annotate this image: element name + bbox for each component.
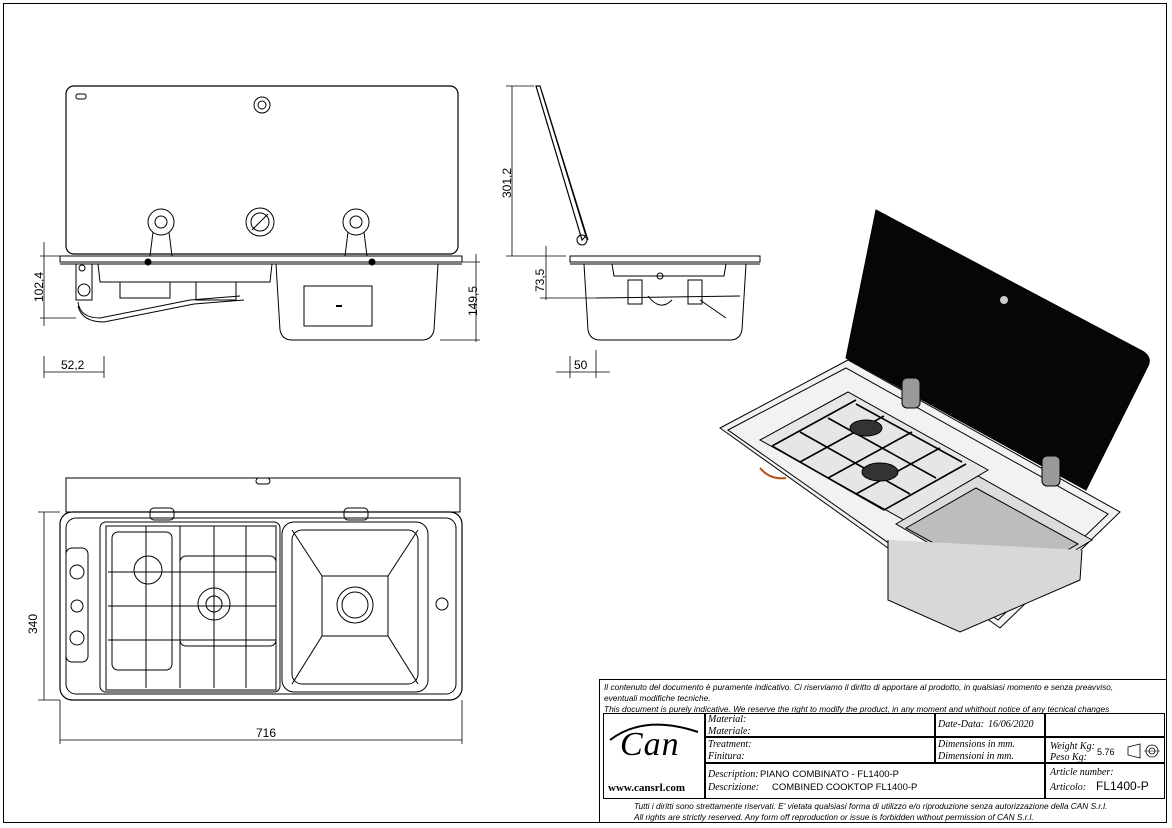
weight-label-it: Peso Kg: <box>1050 752 1087 763</box>
can-logo-swoosh <box>609 723 699 741</box>
material-cell: Material: Materiale: <box>705 713 935 737</box>
dim-front-height-right: 149,5 <box>466 285 480 316</box>
treatment-cell: Treatment: Finitura: <box>705 737 935 763</box>
dim-side-height: 73,5 <box>533 268 547 292</box>
front-view <box>59 85 463 341</box>
dim-side-offset: 50 <box>574 358 588 372</box>
date-value: 16/06/2020 <box>988 719 1034 730</box>
logo-cell: Can www.cansrl.com <box>603 713 705 799</box>
weight-label-en: Weight Kg: <box>1050 741 1095 752</box>
dim-side-lid-height: 301,2 <box>500 167 514 198</box>
description-label-it: Description: <box>708 769 759 780</box>
top-view <box>59 477 463 701</box>
material-label-en: Material: <box>708 714 747 725</box>
dimensions-unit-en: Dimensions in mm. <box>938 739 1015 750</box>
description-value-it: PIANO COMBINATO - FL1400-P <box>760 769 900 780</box>
dim-top-width: 716 <box>256 726 277 740</box>
treatment-label-it: Finitura: <box>708 751 745 762</box>
projection-symbol-icon <box>1127 743 1160 759</box>
website: www.cansrl.com <box>608 782 685 794</box>
title-block: Il contenuto del documento è puramente i… <box>599 679 1167 823</box>
material-label-it: Materiale: <box>708 726 751 737</box>
dim-front-height-left: 102,4 <box>32 271 46 302</box>
front-dimension-lines <box>40 242 480 378</box>
notice-italian: Il contenuto del documento è puramente i… <box>604 682 1114 692</box>
date-label: Date-Data: <box>938 719 985 730</box>
empty-cell <box>1045 713 1165 737</box>
date-cell: Date-Data: 16/06/2020 <box>935 713 1045 737</box>
article-number: FL1400-P <box>1096 779 1149 793</box>
drawing-sheet-border <box>3 3 1167 823</box>
top-dimension-lines <box>38 511 463 744</box>
dimensions-unit-it: Dimensioni in mm. <box>938 751 1014 762</box>
side-dimension-lines <box>506 85 610 378</box>
dim-top-depth: 340 <box>26 613 40 634</box>
article-label-en: Article number: <box>1050 767 1114 778</box>
treatment-label-en: Treatment: <box>708 739 752 750</box>
description-cell: Description: PIANO COMBINATO - FL1400-P … <box>705 763 1045 799</box>
dim-front-offset: 52,2 <box>61 358 85 372</box>
dimensions-unit-cell: Dimensions in mm. Dimensioni in mm. <box>935 737 1045 763</box>
description-label-en: Descrizione: <box>708 782 760 793</box>
weight-cell: Weight Kg: Peso Kg: 5.76 <box>1045 737 1165 763</box>
article-cell: Article number: Articolo: FL1400-P <box>1045 763 1165 799</box>
article-label-it: Articolo: <box>1050 782 1087 793</box>
side-view <box>535 85 761 341</box>
isometric-view <box>719 209 1150 633</box>
weight-value: 5.76 <box>1097 747 1115 757</box>
rights-english: All rights are strictly reserved. Any fo… <box>634 812 1034 822</box>
logo: Can <box>620 726 680 763</box>
notice-italian-continued: eventuali modifiche tecniche. <box>604 693 711 703</box>
description-value-en: COMBINED COOKTOP FL1400-P <box>772 782 918 793</box>
rights-italian: Tutti i diritti sono strettamente riserv… <box>634 801 1108 811</box>
notice-english: This document is purely indicative. We r… <box>604 704 1110 714</box>
